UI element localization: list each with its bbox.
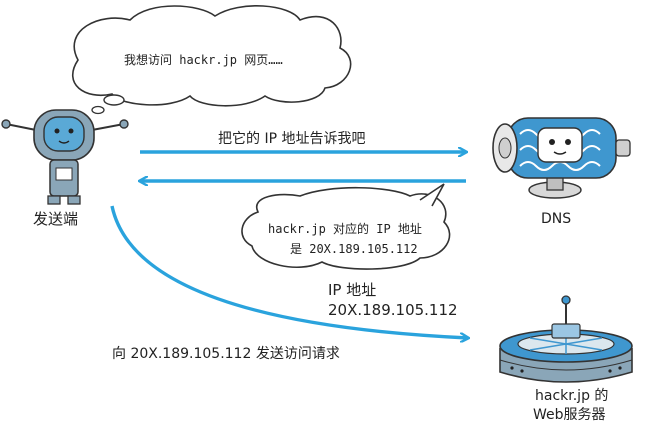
sender-thought-text: 我想访问 hackr.jp 网页…… — [124, 53, 283, 67]
sender-label: 发送端 — [33, 210, 79, 228]
ip-result-value: 20X.189.105.112 — [328, 301, 458, 319]
web-request-label: 向 20X.189.105.112 发送访问请求 — [112, 346, 340, 362]
dns-query-label: 把它的 IP 地址告诉我吧 — [218, 131, 366, 147]
dns-reply-line1: hackr.jp 对应的 IP 地址 — [268, 222, 422, 236]
ip-result-label: IP 地址 — [328, 281, 377, 299]
web-server-label-line1: hackr.jp 的 — [535, 388, 609, 404]
dns-reply-line2: 是 20X.189.105.112 — [290, 242, 418, 256]
web-request-arrow — [110, 205, 468, 338]
dns-label: DNS — [541, 211, 572, 227]
web-server-label-line2: Web服务器 — [533, 407, 606, 423]
web-server-icon — [499, 295, 633, 383]
dns-server-icon — [492, 117, 631, 199]
sender-robot-icon — [1, 109, 129, 205]
sender-thought-cloud — [72, 5, 352, 115]
dns-reply-bubble — [241, 183, 451, 270]
